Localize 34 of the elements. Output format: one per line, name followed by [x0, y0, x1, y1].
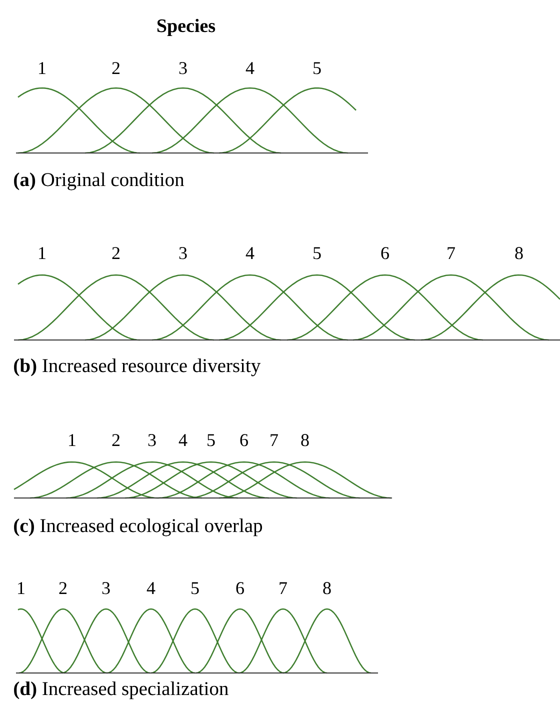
species-number: 6 [236, 582, 244, 594]
species-number: 7 [280, 582, 287, 594]
species-number: 5 [314, 62, 321, 74]
species-number: 3 [148, 434, 156, 446]
species-number: 4 [246, 247, 254, 259]
species-number: 8 [323, 582, 331, 594]
species-number: 5 [314, 247, 321, 260]
species-number: 4 [146, 582, 156, 594]
panel-caption: (a) Original condition [14, 172, 184, 190]
panel-caption: (d) Increased specialization [14, 682, 228, 700]
species-number: 3 [179, 62, 187, 74]
species-number: 8 [515, 247, 523, 260]
species-number: 1 [39, 62, 46, 74]
species-number: 4 [246, 62, 254, 74]
species-number: 1 [69, 434, 76, 446]
species-number: 3 [102, 582, 110, 594]
species-number: 1 [18, 582, 24, 594]
panel-caption: (b) Increased resource diversity [14, 358, 261, 376]
species-number: 7 [270, 434, 278, 446]
species-number: 1 [39, 247, 46, 259]
panel-caption: (c) Increased ecological overlap [14, 518, 262, 536]
species-number: 6 [240, 434, 248, 446]
species-number: 3 [179, 247, 187, 260]
species-number: 2 [112, 62, 120, 74]
species-number: 2 [112, 247, 120, 259]
species-number: 5 [208, 434, 215, 446]
species-number: 2 [112, 434, 120, 446]
species-number: 8 [301, 434, 309, 446]
species-number: 7 [448, 247, 455, 259]
species-number: 5 [192, 582, 199, 594]
species-number: 4 [178, 434, 188, 446]
species-number: 2 [59, 582, 67, 594]
species-number: 6 [381, 247, 389, 260]
title: Species [157, 18, 216, 36]
